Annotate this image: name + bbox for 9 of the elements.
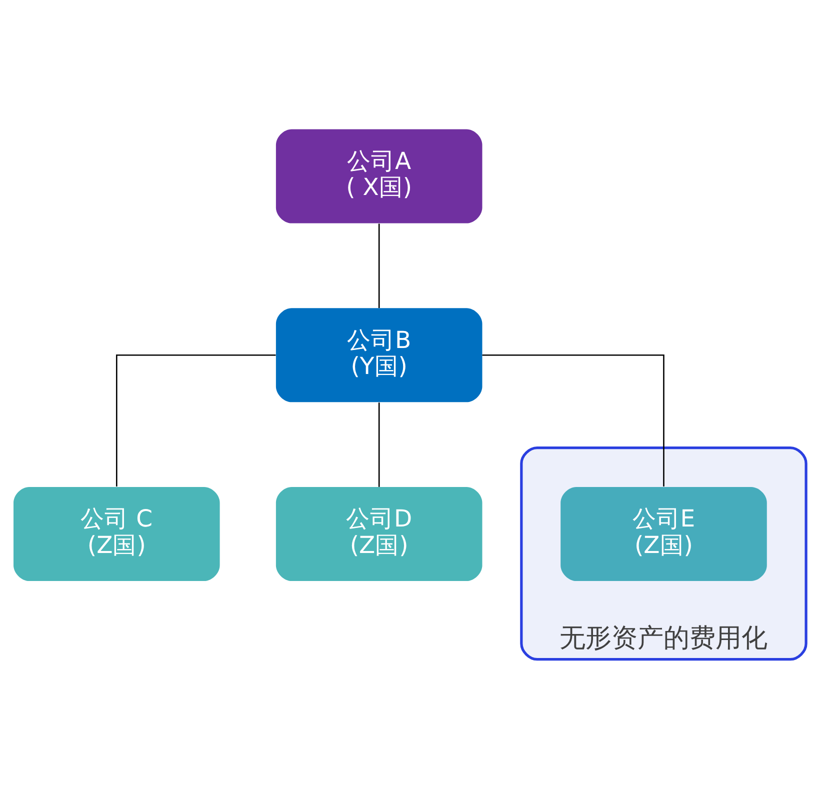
node-box: 公司E (Z国)	[560, 486, 767, 580]
connector	[482, 354, 664, 486]
node-box: 公司B (Y国)	[276, 308, 482, 402]
connector	[116, 354, 276, 486]
node-box: 公司D (Z国)	[276, 486, 482, 580]
connector	[378, 223, 380, 308]
node-box: 公司 C (Z国)	[14, 486, 220, 580]
node-box: 公司A ( X国)	[276, 128, 482, 223]
connector	[378, 402, 380, 486]
